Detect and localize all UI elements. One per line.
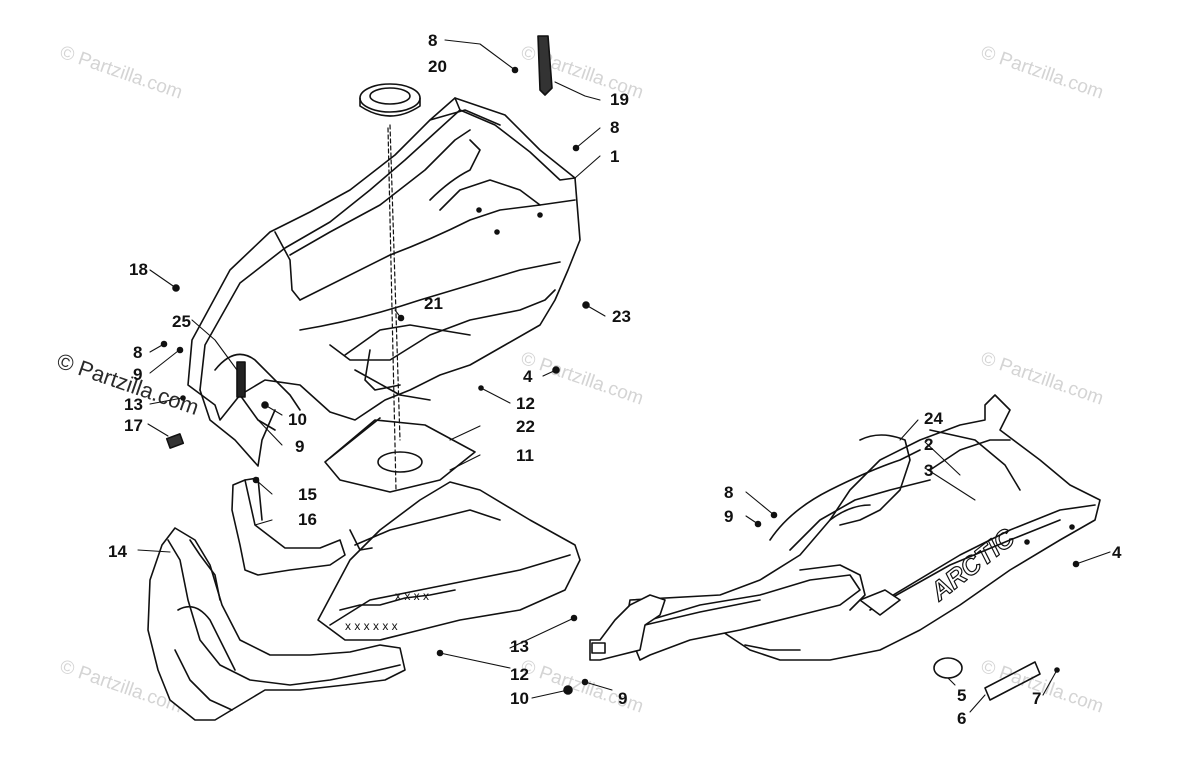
callout-10: 10 bbox=[288, 410, 307, 429]
callout-15: 15 bbox=[298, 485, 317, 504]
callout-12: 12 bbox=[516, 394, 535, 413]
callout-3: 3 bbox=[924, 461, 934, 480]
callout-6: 6 bbox=[957, 709, 967, 728]
part-16-bracket bbox=[231, 477, 346, 576]
callout-9: 9 bbox=[618, 689, 628, 708]
callout-14: 14 bbox=[108, 542, 127, 561]
callout-11: 11 bbox=[516, 446, 534, 465]
callout-4: 4 bbox=[523, 367, 533, 386]
callout-8: 8 bbox=[610, 118, 620, 137]
callout-19: 19 bbox=[610, 90, 629, 109]
callout-22: 22 bbox=[516, 417, 535, 436]
callout-18: 18 bbox=[129, 260, 148, 279]
callout-16: 16 bbox=[298, 510, 317, 529]
callout-13: 13 bbox=[510, 637, 529, 656]
callout-20: 20 bbox=[428, 57, 447, 76]
part-6-plate bbox=[984, 661, 1041, 701]
svg-text:x x x x: x x x x bbox=[395, 589, 429, 603]
front-rail bbox=[589, 574, 861, 661]
callout-9: 9 bbox=[295, 437, 305, 456]
callout-12: 12 bbox=[510, 665, 529, 684]
part-5-oval bbox=[933, 657, 963, 679]
callout-9: 9 bbox=[724, 507, 734, 526]
callout-13: 13 bbox=[124, 395, 143, 414]
part-20-ring bbox=[359, 83, 421, 117]
callout-25: 25 bbox=[172, 312, 191, 331]
callout-23: 23 bbox=[612, 307, 631, 326]
callout-1: 1 bbox=[610, 147, 620, 166]
part-19-strap bbox=[537, 35, 553, 96]
callout-8: 8 bbox=[133, 343, 143, 362]
callout-17: 17 bbox=[124, 416, 143, 435]
callout-8: 8 bbox=[428, 31, 438, 50]
callout-24: 24 bbox=[924, 409, 943, 428]
part-14-nose bbox=[147, 527, 406, 721]
callout-4: 4 bbox=[1112, 543, 1122, 562]
fasteners bbox=[160, 66, 1080, 695]
centerlines bbox=[387, 124, 401, 491]
callout-7: 7 bbox=[1032, 689, 1042, 708]
callout-9: 9 bbox=[133, 365, 143, 384]
part-1-body-panel bbox=[187, 97, 581, 467]
callout-8: 8 bbox=[724, 483, 734, 502]
callout-5: 5 bbox=[957, 686, 967, 705]
leader-lines bbox=[137, 39, 1111, 713]
part-17-latch bbox=[165, 433, 185, 449]
callout-2: 2 bbox=[924, 435, 934, 454]
callout-10: 10 bbox=[510, 689, 529, 708]
callout-21: 21 bbox=[424, 294, 443, 313]
svg-text:x x x x x x: x x x x x x bbox=[345, 619, 398, 633]
part-11-tray: x x x x x x x x x x bbox=[317, 481, 581, 641]
